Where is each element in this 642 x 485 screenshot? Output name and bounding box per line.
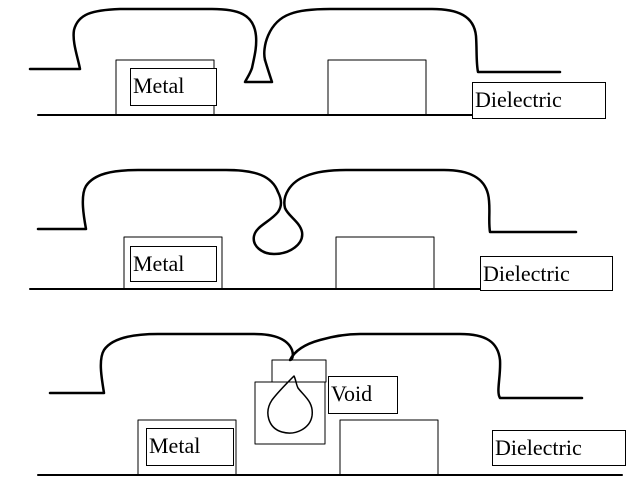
panel-3-metal-label: Metal	[146, 428, 234, 466]
panel-3-drawing	[38, 334, 622, 475]
panel-1-right-block	[328, 60, 426, 115]
panel-2-film-outline	[38, 170, 576, 254]
panel-1-dielectric-label: Dielectric	[472, 82, 606, 119]
panel-3-void-blob	[268, 376, 312, 433]
panel-2-right-block	[336, 237, 434, 289]
panel-1-left-film-lobe	[30, 9, 272, 82]
panel-3-void-label: Void	[328, 376, 398, 414]
panel-3-right-block	[340, 420, 438, 475]
panel-2-dielectric-label: Dielectric	[480, 256, 613, 291]
panel-3-film-outline	[50, 334, 582, 398]
panel-1-right-film-lobe	[264, 9, 560, 72]
panel-2-metal-block	[124, 237, 222, 289]
panel-3-metal-block	[138, 420, 236, 475]
panel-3-void-inset-outer	[255, 382, 325, 444]
panel-1-metal-label: Metal	[130, 68, 217, 106]
panel-2-metal-label: Metal	[130, 246, 217, 282]
panel-3-void-inset-top	[272, 360, 326, 382]
panel-3-dielectric-label: Dielectric	[492, 430, 626, 466]
